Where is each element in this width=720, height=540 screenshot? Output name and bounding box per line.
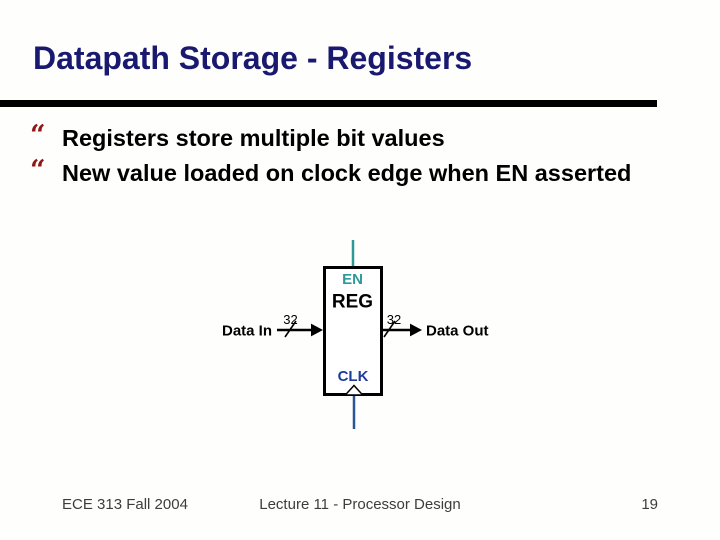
bullet-list: “ Registers store multiple bit values “ …	[30, 120, 632, 194]
register-diagram: EN REG CLK Data In Data Out 32 32	[200, 230, 500, 440]
register-block	[323, 266, 383, 396]
output-bus-width-label: 32	[387, 312, 401, 327]
bullet-item: “ Registers store multiple bit values	[30, 120, 631, 159]
clock-label: CLK	[338, 368, 369, 385]
bullet-text: Registers store multiple bit values	[62, 125, 445, 151]
data-out-arrowhead-icon	[410, 323, 422, 337]
footer-lecture-label: Lecture 11 - Processor Design	[259, 496, 461, 513]
data-out-bus-slash-icon	[383, 320, 396, 338]
footer-page-number: 19	[641, 496, 658, 513]
register-block-label: REG	[332, 292, 373, 313]
title-underline-bar	[0, 100, 657, 107]
register-diagram-canvas: EN REG CLK Data In Data Out 32 32	[222, 240, 489, 429]
footer-course-label: ECE 313 Fall 2004	[62, 496, 188, 513]
input-bus-width-label: 32	[283, 312, 297, 327]
quote-bullet-icon: “	[30, 120, 46, 151]
data-in-label: Data In	[222, 323, 272, 340]
slide-footer: ECE 313 Fall 2004 Lecture 11 - Processor…	[0, 496, 720, 516]
bullet-text: New value loaded on clock edge when EN a…	[62, 160, 632, 186]
enable-label: EN	[342, 271, 363, 288]
quote-bullet-icon: “	[30, 155, 46, 186]
data-out-label: Data Out	[426, 323, 489, 340]
clock-edge-triangle-icon	[345, 384, 363, 395]
bullet-item: “ New value loaded on clock edge when EN…	[30, 155, 632, 194]
data-in-arrowhead-icon	[311, 323, 323, 337]
slide-title: Datapath Storage - Registers	[33, 40, 473, 76]
data-in-bus-slash-icon	[284, 320, 297, 338]
